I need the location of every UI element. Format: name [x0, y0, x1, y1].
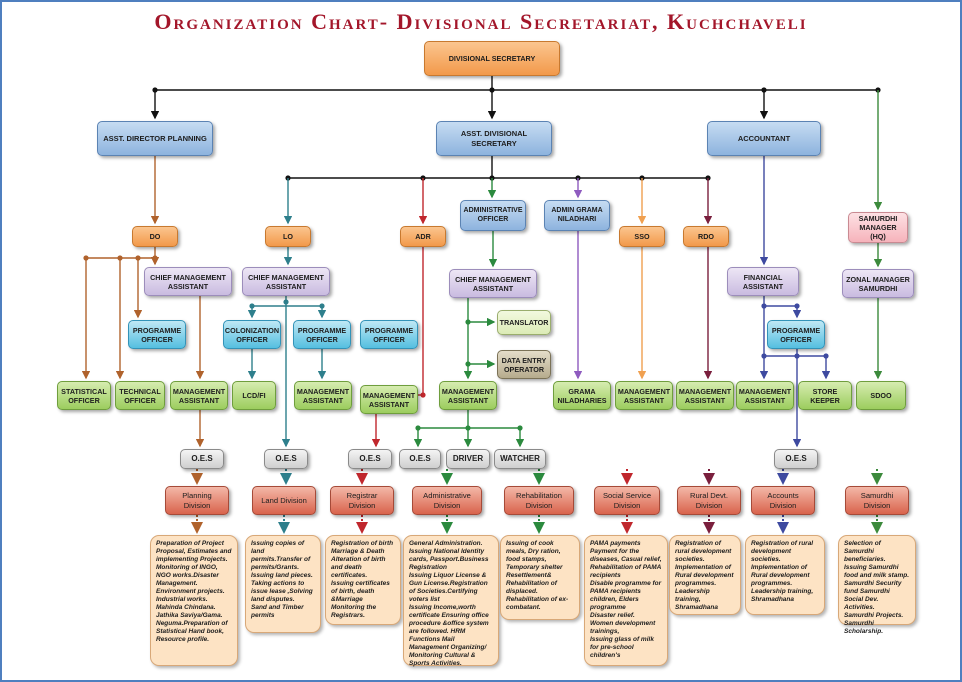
duties-social-service: PAMA payments Payment for the diseases, …: [584, 535, 668, 666]
division-rural-devt: Rural Devt. Division: [677, 486, 741, 515]
division-accounts: Accounts Division: [751, 486, 815, 515]
node-translator: TRANSLATOR: [497, 310, 551, 335]
node-management-assistant-rdo: MANAGEMENT ASSISTANT: [676, 381, 734, 410]
node-asst-director-planning: ASST. DIRECTOR PLANNING: [97, 121, 213, 156]
node-samurdhi-manager-hq: SAMURDHI MANAGER (HQ): [848, 212, 908, 243]
node-sdoo: SDOO: [856, 381, 906, 410]
division-registrar: Registrar Division: [330, 486, 394, 515]
node-management-assistant-registrar: MANAGEMENT ASSISTANT: [360, 385, 418, 414]
node-management-assistant-admin: MANAGEMENT ASSISTANT: [439, 381, 497, 410]
division-rehabilitation: Rehabilitation Division: [504, 486, 574, 515]
node-accountant: ACCOUNTANT: [707, 121, 821, 156]
node-chief-management-assistant-land: CHIEF MANAGEMENT ASSISTANT: [242, 267, 330, 296]
duties-accounts: Registration of rural development societ…: [745, 535, 825, 615]
duties-samurdhi: Selection of Samurdhi beneficiaries. Iss…: [838, 535, 916, 635]
node-store-keeper: STORE KEEPER: [798, 381, 852, 410]
duties-rural-devt: Registration of rural development societ…: [669, 535, 741, 615]
node-programme-officer-registrar: PROGRAMME OFFICER: [360, 320, 418, 349]
node-oes-accounts: O.E.S: [774, 449, 818, 469]
duties-land: Issuing copies of land permits.Transfer …: [245, 535, 321, 633]
node-chief-management-assistant-planning: CHIEF MANAGEMENT ASSISTANT: [144, 267, 232, 296]
node-lo: LO: [265, 226, 311, 247]
division-samurdhi: Samurdhi Division: [845, 486, 909, 515]
node-data-entry-operator: DATA ENTRY OPERATOR: [497, 350, 551, 379]
connector-junction-dot: [761, 87, 767, 93]
chart-title: Organization Chart- Divisional Secretari…: [154, 9, 808, 34]
node-driver: DRIVER: [446, 449, 490, 469]
connector-junction-dot: [420, 392, 426, 398]
division-planning: Planning Division: [165, 486, 229, 515]
node-chief-management-assistant-admin: CHIEF MANAGEMENT ASSISTANT: [449, 269, 537, 298]
node-oes-admin: O.E.S: [399, 449, 441, 469]
node-programme-officer-accounts: PROGRAMME OFFICER: [767, 320, 825, 349]
node-management-assistant-land: MANAGEMENT ASSISTANT: [294, 381, 352, 410]
node-management-assistant-sso: MANAGEMENT ASSISTANT: [615, 381, 673, 410]
node-colonization-officer: COLONIZATION OFFICER: [223, 320, 281, 349]
node-financial-assistant: FINANCIAL ASSISTANT: [727, 267, 799, 296]
node-oes-planning: O.E.S: [180, 449, 224, 469]
node-oes-registrar: O.E.S: [348, 449, 392, 469]
node-grama-niladharies: GRAMA NILADHARIES: [553, 381, 611, 410]
node-management-assistant-planning: MANAGEMENT ASSISTANT: [170, 381, 228, 410]
node-sso: SSO: [619, 226, 665, 247]
node-do: DO: [132, 226, 178, 247]
node-divisional-secretary: DIVISIONAL SECRETARY: [424, 41, 560, 76]
node-asst-divisional-secretary: ASST. DIVISIONAL SECRETARY: [436, 121, 552, 156]
duties-registrar: Registration of birth Marriage & Death A…: [325, 535, 401, 625]
duties-rehabilitation: Issuing of cook meals, Dry ration, food …: [500, 535, 580, 620]
division-administrative: Administrative Division: [412, 486, 482, 515]
node-watcher: WATCHER: [494, 449, 546, 469]
node-administrative-officer: ADMINISTRATIVE OFFICER: [460, 200, 526, 231]
node-lcd-fi: LCD/FI: [232, 381, 276, 410]
duties-planning: Preparation of Project Proposal, Estimat…: [150, 535, 238, 666]
node-management-assistant-accounts: MANAGEMENT ASSISTANT: [736, 381, 794, 410]
node-adr: ADR: [400, 226, 446, 247]
connector-junction-dot: [152, 87, 158, 93]
division-social-service: Social Service Division: [594, 486, 660, 515]
node-oes-land: O.E.S: [264, 449, 308, 469]
division-land: Land Division: [252, 486, 316, 515]
node-statistical-officer: STATISTICAL OFFICER: [57, 381, 111, 410]
node-programme-officer-planning: PROGRAMME OFFICER: [128, 320, 186, 349]
duties-administrative: General Administration. Issuing National…: [403, 535, 499, 667]
node-zonal-manager-samurdhi: ZONAL MANAGER SAMURDHI: [842, 269, 914, 298]
node-admin-grama-niladhari: ADMIN GRAMA NILADHARI: [544, 200, 610, 231]
node-rdo: RDO: [683, 226, 729, 247]
node-technical-officer: TECHNICAL OFFICER: [115, 381, 165, 410]
node-programme-officer-land: PROGRAMME OFFICER: [293, 320, 351, 349]
